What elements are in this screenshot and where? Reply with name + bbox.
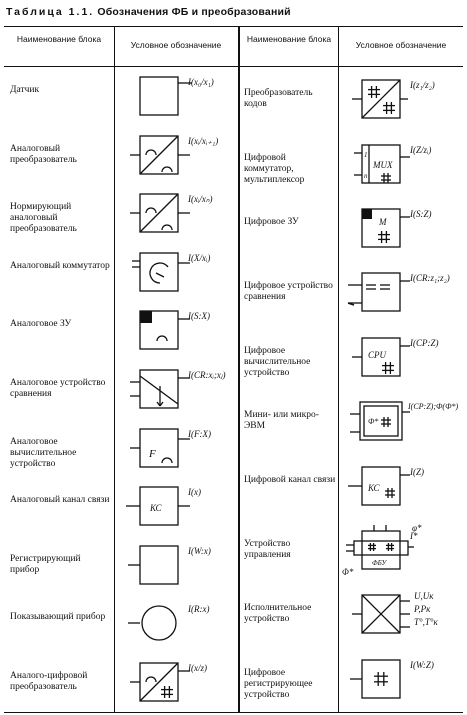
col-divider-center xyxy=(238,26,240,712)
sensor-symbol-icon xyxy=(139,76,192,116)
right-row-name: Цифровое вычислительное устройство xyxy=(244,345,311,378)
left-row-name: Аналоговое вычислительное устройство xyxy=(10,436,77,469)
multiplexer-symbol-icon: 1 n MUX xyxy=(354,143,410,184)
actuator-symbol-icon xyxy=(352,594,410,635)
right-row-name: Цифровой канал связи xyxy=(244,474,336,485)
col-divider-1 xyxy=(114,26,115,712)
analog-computer-symbol-icon: F xyxy=(130,427,190,468)
svg-text:CPU: CPU xyxy=(368,350,387,360)
recorder-symbol-icon xyxy=(128,544,179,585)
adc-label: I(x/z) xyxy=(188,662,207,673)
analog-computer-label: I(F:X) xyxy=(188,428,211,439)
left-row-name: Нормирующий аналоговый преобразователь xyxy=(10,202,77,235)
analog-memory-label: I(S:X) xyxy=(188,311,210,322)
analog-converter-label: I(xᵢ/xᵢ₊₁) xyxy=(188,135,219,146)
actuator-label-0: U,Uк xyxy=(414,591,434,602)
digital-memory-label: I(S:Z) xyxy=(410,209,432,219)
col-divider-3 xyxy=(338,26,339,712)
right-row-name: Устройство управления xyxy=(244,539,291,560)
table-frame: Наименование блока Условное обозначение … xyxy=(4,26,463,713)
phi-top-label: φ* xyxy=(412,522,422,533)
digital-channel-symbol-icon: КС xyxy=(348,465,410,506)
digital-comparator-symbol-icon xyxy=(347,272,410,313)
digital-comparator-label: I(CR:z₁;z₂) xyxy=(410,273,450,284)
mini-computer-label: I(CP:Z);Ф(Ф*) xyxy=(408,402,459,412)
svg-text:ФБУ: ФБУ xyxy=(372,559,387,567)
left-row-name: Аналоговое ЗУ xyxy=(10,319,72,330)
normalizing-converter-label: I(xᵢ/xₙ) xyxy=(188,194,213,205)
analog-switch-label: I(X/xᵢ) xyxy=(188,252,211,263)
header-right-symbol: Условное обозначение xyxy=(355,40,447,50)
digital-memory-symbol-icon: M xyxy=(361,208,410,248)
svg-text:Ф*: Ф* xyxy=(368,417,378,426)
left-row-name: Аналоговый преобразователь xyxy=(10,143,77,165)
header-left-name: Наименование блока xyxy=(16,34,102,44)
left-row-name: Регистрирующий прибор xyxy=(10,553,81,575)
svg-text:F: F xyxy=(148,448,156,460)
svg-text:MUX: MUX xyxy=(372,160,393,170)
right-row-name: Цифровое регистрирующее устройство xyxy=(244,667,313,700)
actuator-label-2: T°,T°к xyxy=(414,617,438,628)
right-row-name: Цифровое ЗУ xyxy=(244,217,299,227)
digital-recorder-label: I(W:Z) xyxy=(410,659,434,670)
left-row-name: Датчик xyxy=(10,85,40,96)
left-row-name: Аналоговое устройство сравнения xyxy=(10,378,106,399)
left-row-name: Аналого-цифровой преобразователь xyxy=(10,670,88,692)
header-right-name: Наименование блока xyxy=(246,34,332,44)
actuator-label-1: P,Pк xyxy=(414,604,431,615)
digital-computer-label: I(CP:Z) xyxy=(410,337,439,348)
svg-text:1: 1 xyxy=(364,151,368,159)
analog-comparator-label: I(CR:xᵢ;xⱼ) xyxy=(188,370,226,380)
svg-text:n: n xyxy=(364,172,368,180)
svg-text:M: M xyxy=(378,217,387,227)
table-bottom-rule xyxy=(4,712,463,713)
analog-switch-symbol-icon xyxy=(132,252,190,292)
right-row-name: Преобразователь кодов xyxy=(244,88,313,110)
phi-bottom-label: Φ* xyxy=(342,567,354,578)
code-converter-label: I(z₁/z₂) xyxy=(410,80,435,91)
header-left-symbol: Условное обозначение xyxy=(130,40,222,50)
indicator-label: I(R:x) xyxy=(188,604,210,615)
code-converter-symbol-icon xyxy=(352,79,408,119)
left-row-name: Показывающий прибор xyxy=(10,612,106,623)
control-unit-symbol-icon: ФБУ xyxy=(346,525,414,570)
analog-channel-label: I(x) xyxy=(188,487,201,498)
left-row-name: Аналоговый коммутатор xyxy=(10,260,110,271)
normalizing-converter-symbol-icon xyxy=(130,193,190,234)
digital-channel-label: I(Z) xyxy=(410,466,424,477)
left-row-name: Аналоговый канал связи xyxy=(10,495,110,506)
analog-memory-symbol-icon xyxy=(139,310,190,351)
indicator-symbol-icon xyxy=(128,605,177,641)
analog-comparator-symbol-icon xyxy=(130,369,190,409)
right-row-name: Цифровое устройство сравнения xyxy=(244,281,333,303)
right-row-name: Мини- или микро-ЭВМ xyxy=(244,410,319,432)
digital-recorder-symbol-icon xyxy=(350,659,401,699)
adc-symbol-icon xyxy=(130,662,190,702)
control-unit-label: I* xyxy=(410,531,418,541)
recorder-label: I(W:x) xyxy=(188,545,211,556)
mini-computer-symbol-icon: Ф* xyxy=(350,401,410,441)
analog-channel-symbol-icon: КС xyxy=(126,486,190,526)
table-caption: Таблица 1.1. Обозначения ФБ и преобразов… xyxy=(6,6,291,18)
svg-text:КС: КС xyxy=(149,503,163,513)
multiplexer-label: I(Z/zᵢ) xyxy=(410,144,432,155)
digital-computer-symbol-icon: CPU xyxy=(352,337,410,377)
analog-converter-symbol-icon xyxy=(130,135,190,175)
table-title: Обозначения ФБ и преобразований xyxy=(97,6,291,18)
table-top-rule xyxy=(4,26,463,27)
right-row-name: Цифровой коммутатор, мультиплексор xyxy=(244,152,305,185)
sensor-label: I(x₀/x₁) xyxy=(188,77,214,88)
right-row-name: Исполнительное устройство xyxy=(244,603,312,625)
svg-text:КС: КС xyxy=(367,483,381,493)
header-rule xyxy=(4,66,463,67)
table-number: Таблица 1.1. xyxy=(6,6,95,18)
